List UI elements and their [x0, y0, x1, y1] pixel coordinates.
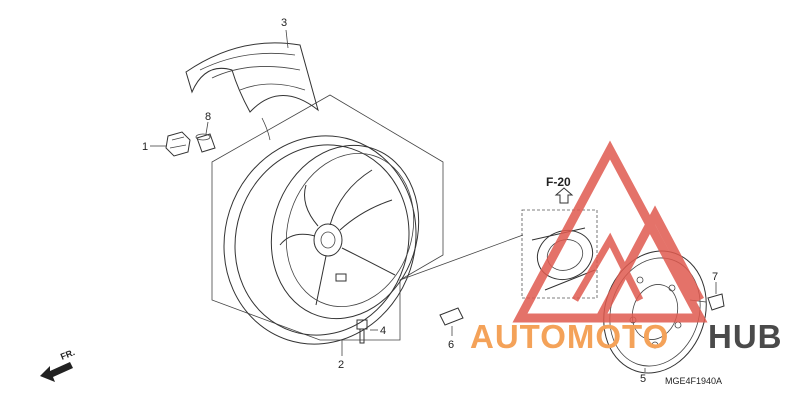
leader-3: [285, 29, 289, 49]
callout-6: 6: [448, 339, 454, 351]
callout-8: 8: [205, 111, 211, 123]
wheel: [223, 135, 420, 345]
valve: [356, 319, 378, 344]
callout-7: 7: [712, 271, 718, 283]
diagram-code: MGE4F1940A: [665, 376, 722, 386]
collar: [195, 121, 216, 153]
tire: [185, 42, 319, 141]
watermark-prefix: AUTOMOTO: [470, 318, 669, 355]
assembly-boundary: [211, 94, 444, 341]
watermark-suffix: HUB: [708, 318, 783, 355]
front-direction-arrow: FR.: [40, 347, 76, 382]
axle-nut: [150, 131, 191, 157]
watermark-text: AUTOMOTO HUB: [470, 318, 783, 355]
direction-label: FR.: [59, 347, 76, 362]
reference-box: [399, 187, 598, 299]
reference-label: F-20: [546, 175, 571, 189]
callout-1: 1: [142, 141, 148, 153]
callout-4: 4: [380, 325, 386, 337]
callout-3: 3: [281, 17, 287, 29]
callout-2: 2: [338, 359, 344, 371]
callout-5: 5: [640, 373, 646, 385]
watermark-logo: [512, 140, 708, 323]
balance-weight: [439, 307, 464, 336]
